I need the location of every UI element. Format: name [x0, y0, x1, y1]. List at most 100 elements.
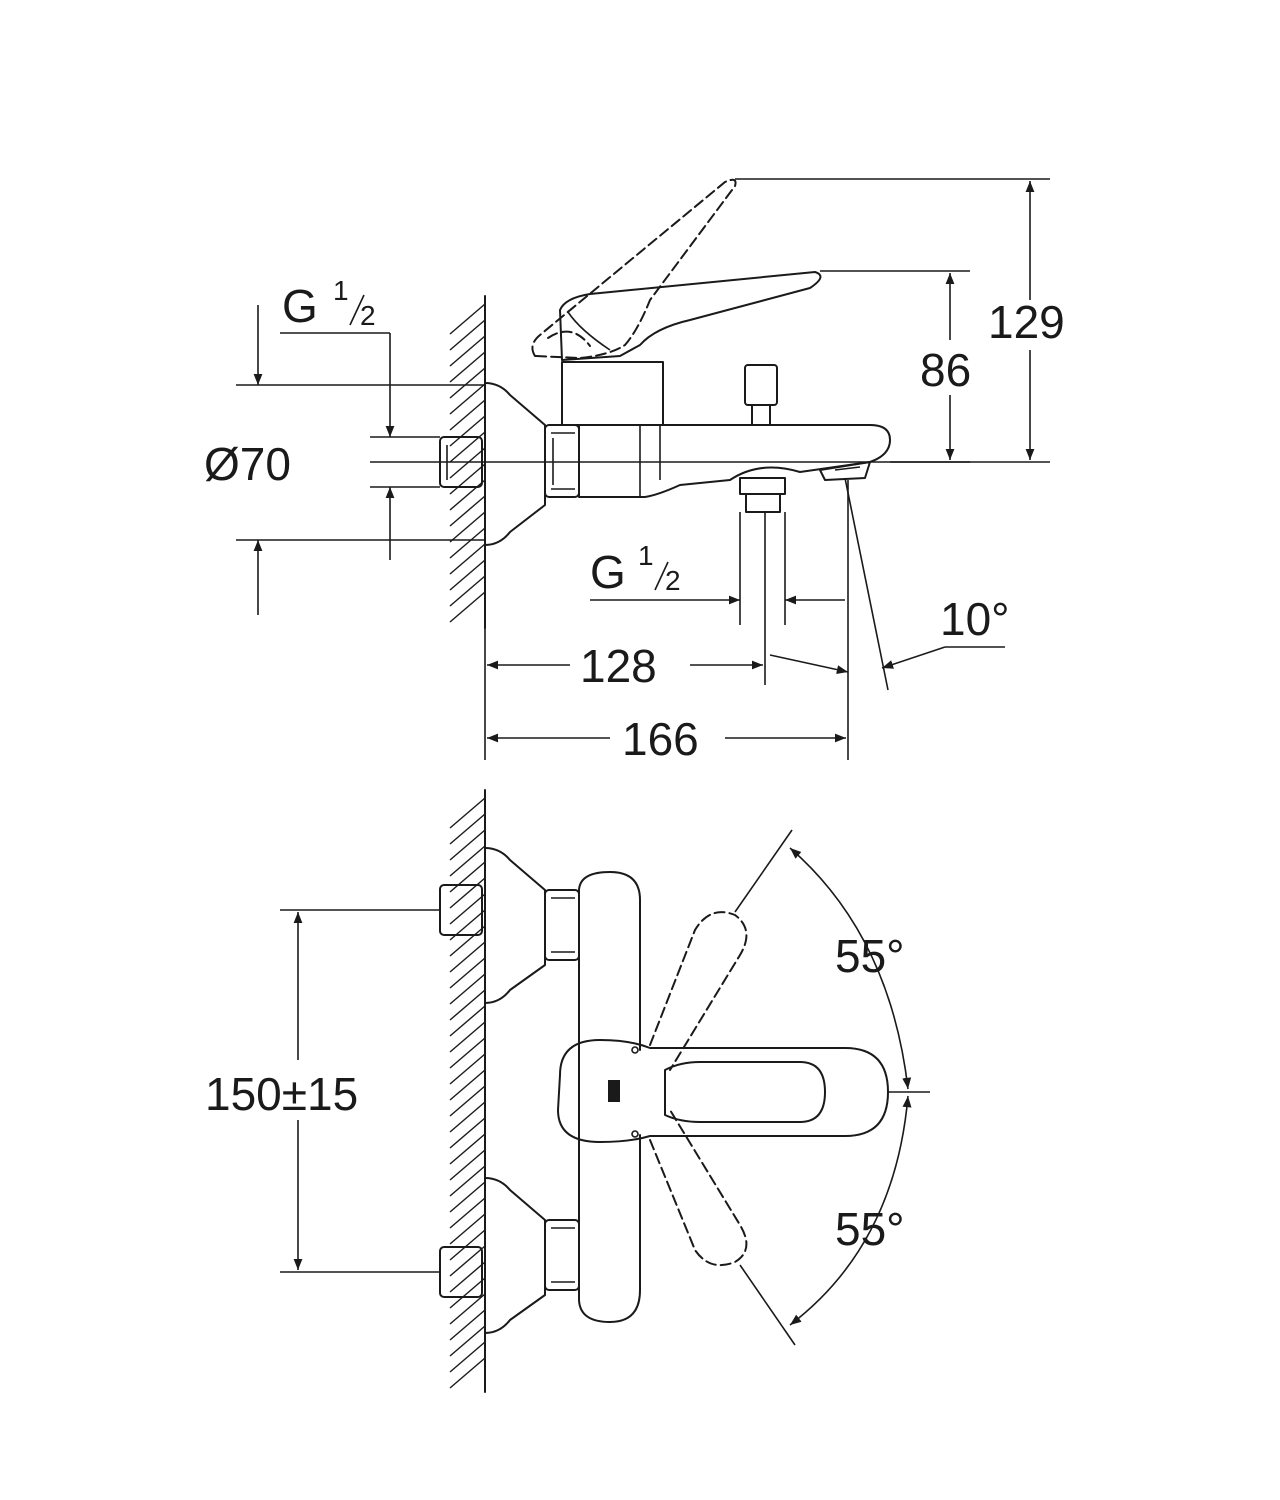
lever-open-side — [531, 178, 737, 360]
dim-rotation-down-label: 55° — [835, 1203, 905, 1255]
hatch-stroke — [449, 829, 486, 861]
hatch-stroke — [449, 1197, 486, 1229]
dim-thread-outlet: G 1 2 — [590, 512, 845, 625]
hatch-stroke — [449, 447, 486, 479]
hatch-stroke — [449, 1085, 486, 1117]
connector-nut-side — [544, 424, 580, 498]
thread-inlet-den: 2 — [360, 300, 376, 331]
hatch-stroke — [449, 1101, 486, 1133]
hatch-stroke — [449, 591, 486, 623]
hatch-stroke — [449, 1229, 486, 1261]
hatch-stroke — [449, 1261, 486, 1293]
hatch-stroke — [449, 1117, 486, 1149]
hatch-stroke — [449, 303, 486, 335]
hatch-stroke — [449, 383, 486, 415]
hatch-stroke — [449, 479, 486, 511]
dim-inlet-spacing-label: 150±15 — [205, 1068, 358, 1120]
hatch-stroke — [449, 877, 486, 909]
mixer-body-top — [578, 871, 641, 1323]
hatch-stroke — [449, 511, 486, 543]
hatch-stroke — [449, 845, 486, 877]
thread-inlet-letter: G — [282, 280, 318, 332]
dim-inlet-spacing: 150±15 — [205, 909, 440, 1273]
side-view: Ø70 G 1 2 G 1 2 — [204, 178, 1065, 765]
connector-nut-lower — [544, 1219, 580, 1291]
hatch-stroke — [449, 1341, 486, 1373]
hatch-stroke — [449, 463, 486, 495]
hatch-stroke — [449, 399, 486, 431]
dim-diameter: Ø70 — [204, 305, 485, 615]
lever-closed-side — [559, 271, 822, 361]
hatch-stroke — [449, 1293, 486, 1325]
hatch-stroke — [449, 1245, 486, 1277]
arc-rotation-down — [789, 1095, 912, 1326]
hatch-stroke — [449, 1181, 486, 1213]
thread-inlet-num: 1 — [333, 275, 349, 306]
dim-height-total: 129 — [735, 178, 1065, 460]
dim-spout-angle: 10° — [844, 477, 1010, 691]
dim-depth-outlet-label: 128 — [580, 640, 657, 692]
dim-depth-total: 166 — [487, 480, 849, 765]
mixer-body-side — [578, 424, 891, 498]
hatch-stroke — [449, 1133, 486, 1165]
connector-nut-upper — [544, 889, 580, 961]
hatch-stroke — [449, 1325, 486, 1357]
hatch-stroke — [449, 1069, 486, 1101]
top-view: 55° 55° 150±15 — [205, 789, 930, 1393]
spout-outlet-side — [819, 461, 871, 481]
hatch-stroke — [449, 797, 486, 829]
hatch-stroke — [449, 925, 486, 957]
hatch-stroke — [449, 319, 486, 351]
hatch-stroke — [449, 527, 486, 559]
hatch-stroke — [449, 1037, 486, 1069]
wall-hatching-side — [449, 303, 486, 623]
hatch-stroke — [449, 957, 486, 989]
handle-marker — [608, 1080, 620, 1102]
thread-outlet-num: 1 — [638, 540, 654, 571]
hatch-stroke — [449, 813, 486, 845]
hatch-stroke — [449, 351, 486, 383]
hatch-stroke — [449, 415, 486, 447]
lever-open-up — [649, 911, 748, 1071]
hatch-stroke — [449, 1165, 486, 1197]
hatch-stroke — [449, 973, 486, 1005]
hatch-stroke — [449, 367, 486, 399]
escutcheon-side — [484, 382, 546, 546]
hatch-stroke — [449, 559, 486, 591]
dim-height-lever-label: 86 — [920, 344, 971, 396]
lever-open-down — [649, 1109, 748, 1266]
hatch-stroke — [449, 1149, 486, 1181]
dim-depth-outlet: 128 — [484, 512, 849, 760]
hatch-stroke — [449, 893, 486, 925]
inlet-nut-upper — [439, 884, 483, 936]
escutcheon-upper — [484, 847, 546, 1004]
dim-diameter-label: Ø70 — [204, 438, 291, 490]
shower-outlet-side — [739, 477, 786, 495]
cartridge-housing-side — [561, 361, 664, 426]
dim-spout-angle-label: 10° — [940, 593, 1010, 645]
hatch-stroke — [449, 1309, 486, 1341]
dim-rotation-up-label: 55° — [835, 930, 905, 982]
thread-outlet-den: 2 — [665, 565, 681, 596]
hatch-stroke — [449, 575, 486, 607]
thread-outlet-letter: G — [590, 546, 626, 598]
hatch-stroke — [449, 861, 486, 893]
hatch-stroke — [449, 335, 486, 367]
dim-height-lever: 86 — [820, 270, 971, 463]
hatch-stroke — [449, 543, 486, 575]
dim-height-total-label: 129 — [988, 296, 1065, 348]
hatch-stroke — [449, 495, 486, 527]
hatch-stroke — [449, 1021, 486, 1053]
escutcheon-lower — [484, 1177, 546, 1334]
hatch-stroke — [449, 989, 486, 1021]
diverter-knob-side — [744, 364, 778, 406]
dim-depth-total-label: 166 — [622, 713, 699, 765]
hatch-stroke — [449, 1005, 486, 1037]
hatch-stroke — [449, 1053, 486, 1085]
arc-rotation-up — [789, 847, 912, 1090]
lever-closed-top — [557, 1039, 889, 1143]
hatch-stroke — [449, 1277, 486, 1309]
hatch-stroke — [449, 941, 486, 973]
wall-hatching-top — [449, 797, 486, 1389]
